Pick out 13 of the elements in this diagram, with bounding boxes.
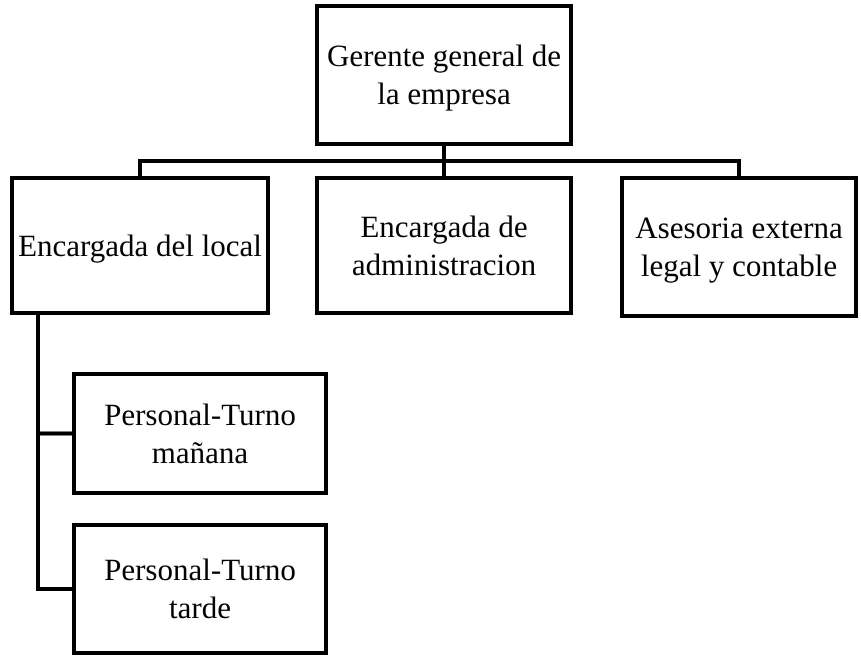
role-title: Personal-Turno mañana bbox=[103, 396, 297, 472]
role-title: Asesoria externa legal y contable bbox=[634, 209, 844, 285]
org-box bbox=[72, 372, 328, 495]
role-title: Personal-Turno tarde bbox=[103, 551, 297, 627]
connector-line bbox=[442, 146, 741, 176]
org-box bbox=[72, 523, 328, 655]
org-box bbox=[10, 176, 270, 315]
org-box bbox=[620, 176, 858, 318]
role-title: Gerente general de la empresa bbox=[326, 37, 562, 113]
org-box bbox=[315, 4, 573, 146]
role-title: Encargada de administracion bbox=[350, 208, 538, 284]
org-box bbox=[315, 176, 573, 315]
role-title: Encargada del local bbox=[18, 226, 262, 264]
